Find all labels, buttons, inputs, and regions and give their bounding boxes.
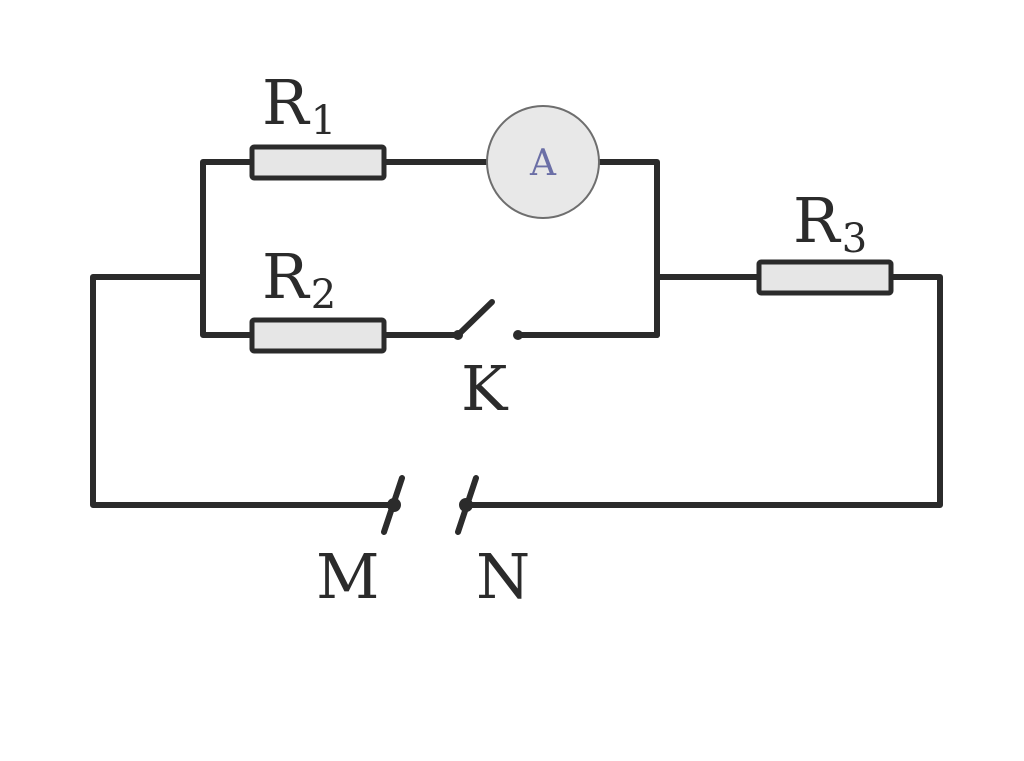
resistor-r2 (249, 317, 387, 354)
ammeter-circle (486, 105, 600, 219)
terminal-n (455, 475, 479, 535)
wire-right-loop (463, 274, 943, 508)
ammeter: A (486, 105, 600, 219)
wire-ammeter-right (595, 159, 660, 338)
switch-contact-right (513, 330, 523, 340)
wire-lower-left (200, 272, 253, 338)
label-m: M (316, 540, 379, 613)
label-k: K (461, 352, 509, 425)
terminal-m (381, 475, 405, 535)
label-r3: R3 (793, 184, 867, 262)
label-r1: R1 (262, 66, 336, 144)
resistor-r3 (756, 259, 894, 296)
terminal-n-dot (459, 498, 473, 512)
wire-left-input (90, 274, 397, 508)
label-n: N (476, 540, 530, 613)
switch-k (453, 299, 523, 340)
ammeter-label: A (529, 143, 557, 184)
terminal-m-dot (387, 498, 401, 512)
wire-upper-left (200, 159, 253, 278)
wires (90, 159, 943, 508)
resistor-r1 (249, 144, 387, 181)
switch-contact-left (453, 330, 463, 340)
switch-blade (455, 299, 495, 338)
label-r2: R2 (262, 240, 336, 318)
